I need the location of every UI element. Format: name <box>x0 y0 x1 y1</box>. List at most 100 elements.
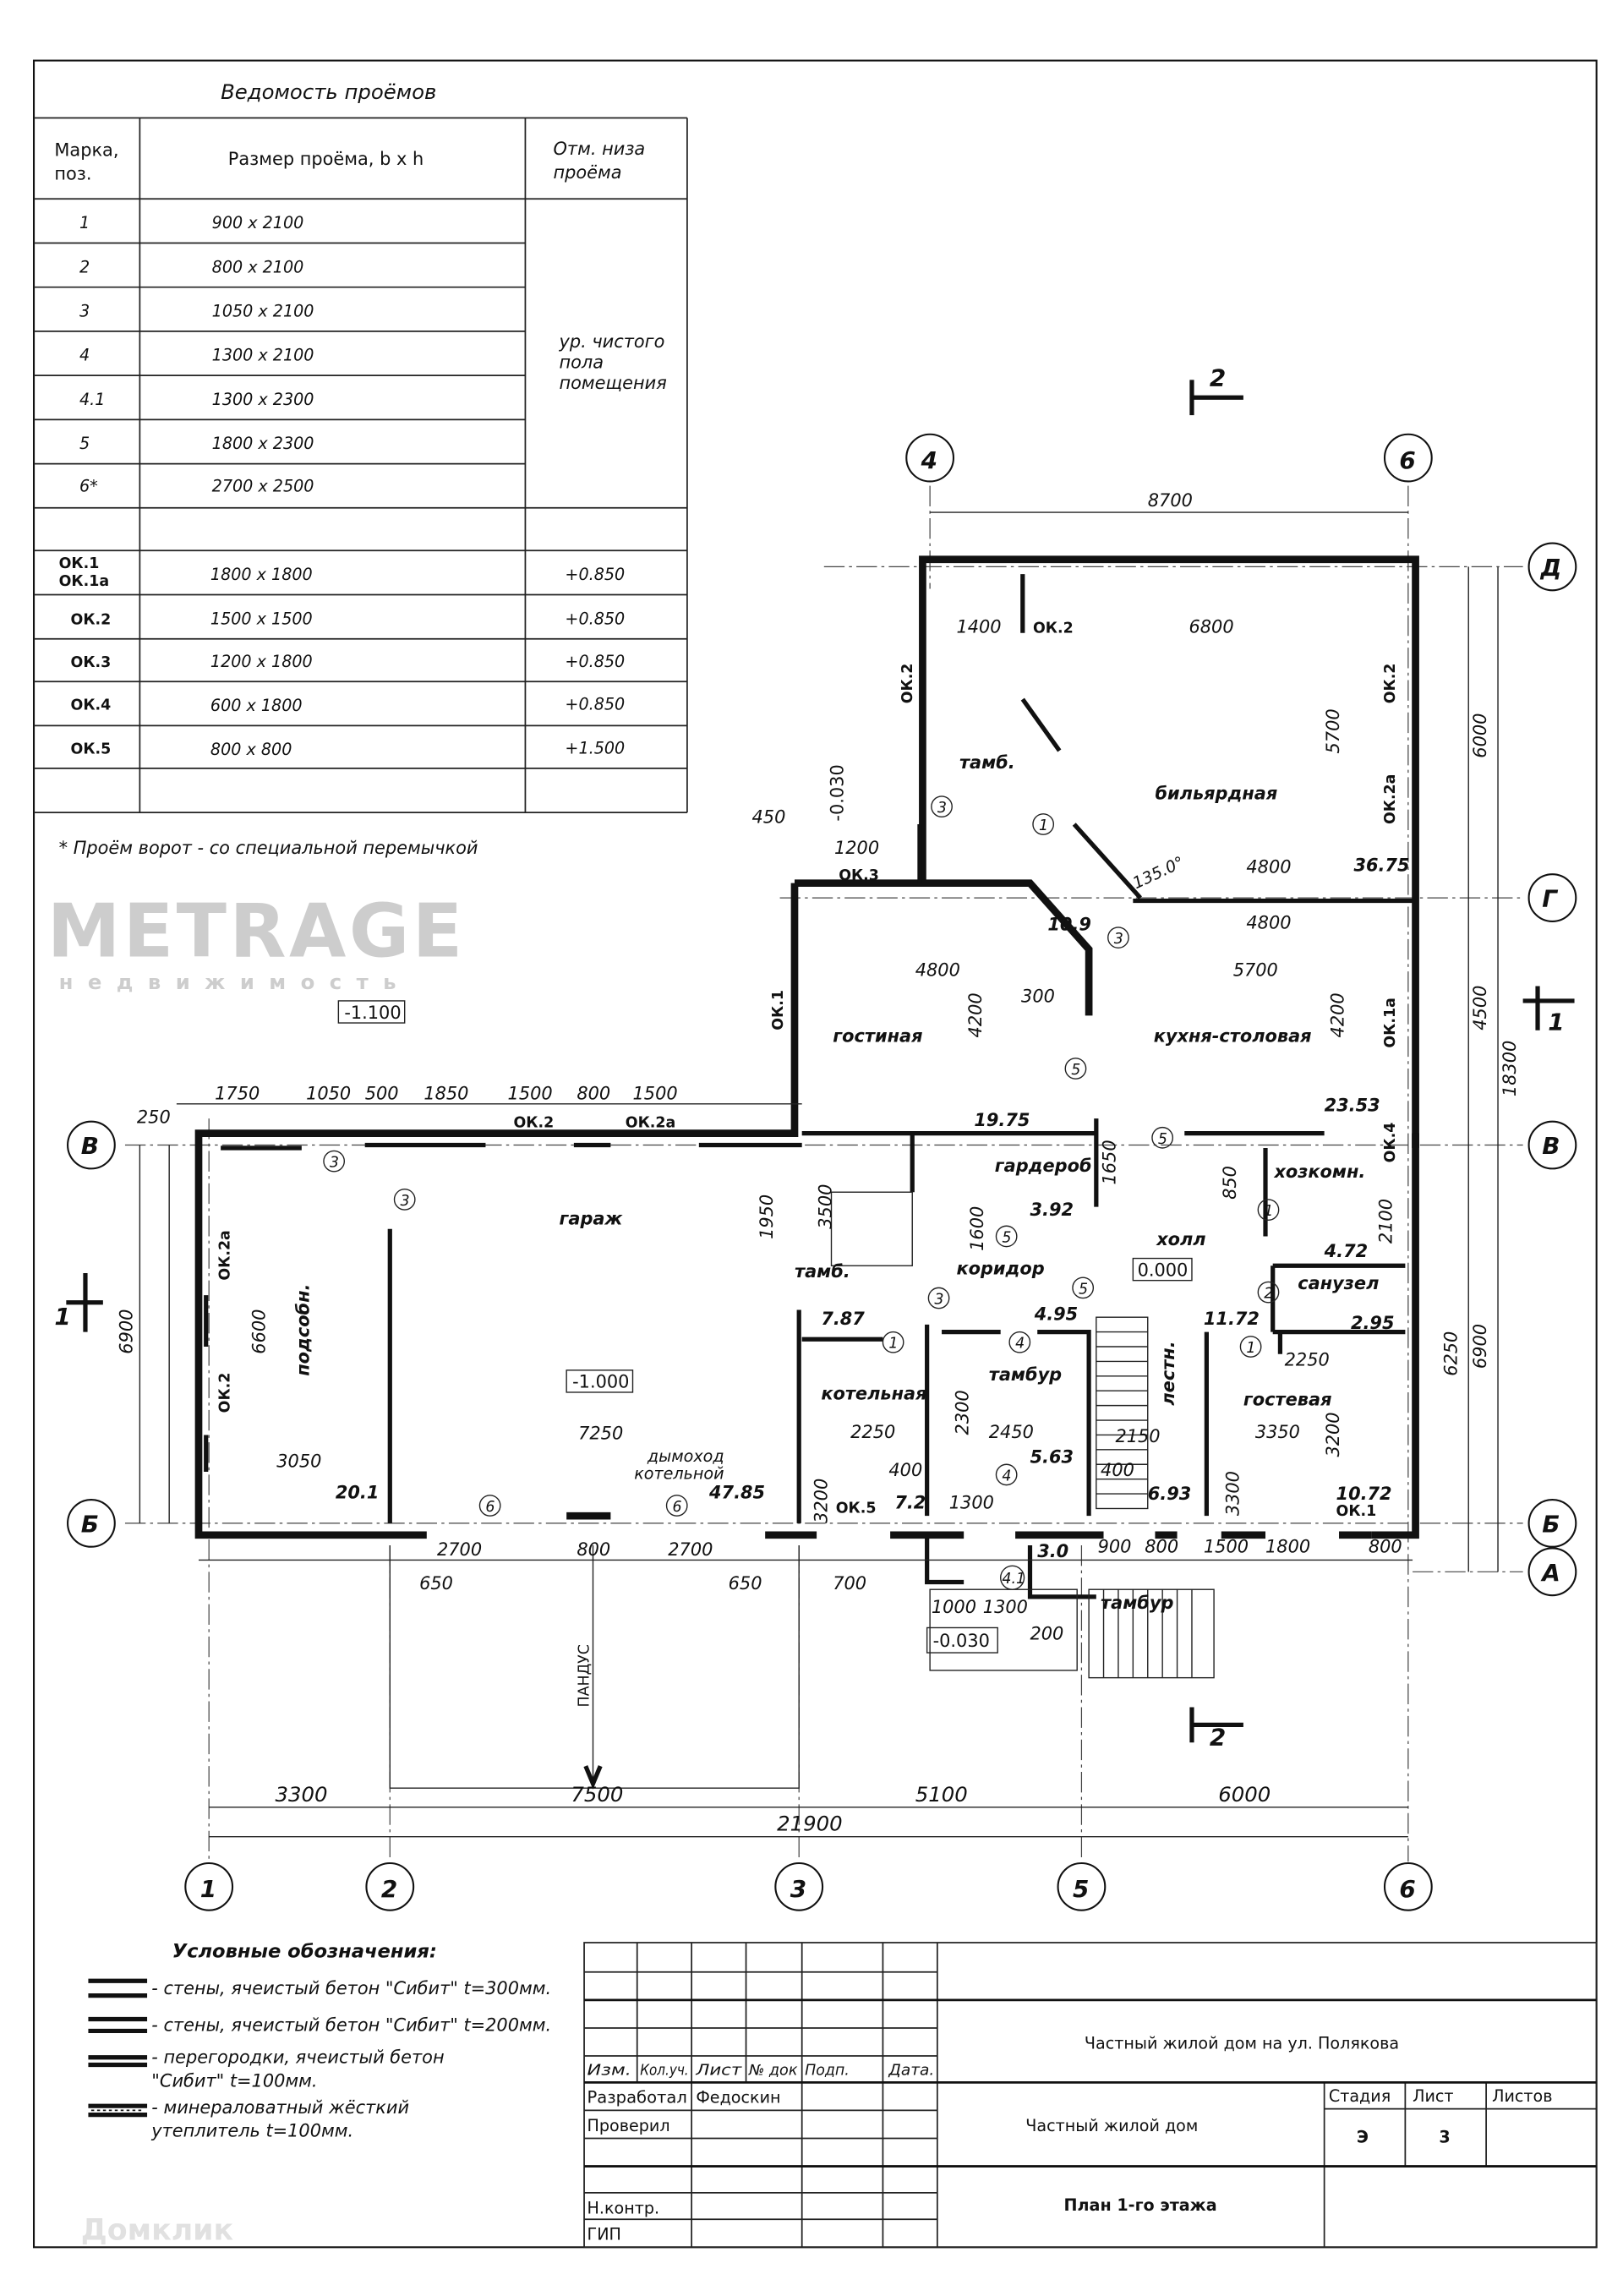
axis-bubbles: 1 2 3 5 6 4 6 В Б Д Г В Б А <box>67 433 1577 1911</box>
dim: 1050 <box>306 1084 351 1104</box>
room-name: бильярдная <box>1155 783 1277 803</box>
dim: 8700 <box>1148 490 1193 511</box>
room-name: гараж <box>559 1209 623 1229</box>
dim: 4200 <box>965 992 986 1037</box>
legend-item: - стены, ячеистый бетон "Сибит" t=300мм. <box>151 1978 551 1998</box>
dim: 5700 <box>1323 708 1343 753</box>
door-mark: 4 <box>1015 1336 1025 1353</box>
window-rows: ОК.1 ОК.1а 1800 x 1800 +0.850 ОК.2 1500 … <box>59 555 626 759</box>
sheet-label: Лист <box>1413 2086 1453 2106</box>
legend-title: Условные обозначения: <box>172 1940 437 1962</box>
dim: 2250 <box>850 1422 895 1442</box>
dim: 4500 <box>1470 986 1490 1030</box>
dimension-lines <box>139 511 1499 1838</box>
door-size: 900 x 2100 <box>212 213 304 232</box>
room-area: 10.72 <box>1336 1484 1392 1504</box>
axis-D: Д <box>1540 554 1562 582</box>
stage-label: Стадия <box>1329 2086 1391 2106</box>
legend: Условные обозначения: - стены, ячеистый … <box>88 1940 551 2141</box>
door-mark: 2 <box>1264 1286 1273 1303</box>
dim: 400 <box>1101 1460 1134 1480</box>
window-ok2-left-2: ОК.2 <box>217 1373 234 1413</box>
dim: 5700 <box>1233 959 1278 980</box>
room-area: 5.63 <box>1030 1447 1074 1468</box>
col-izm: Изм. <box>587 2063 631 2080</box>
window-ok1a: ОК.1а <box>1382 998 1399 1047</box>
room-area: 3.92 <box>1030 1200 1074 1220</box>
dim: 1600 <box>967 1206 987 1251</box>
window-size: 600 x 1800 <box>210 696 303 715</box>
dim: 2700 <box>437 1539 482 1560</box>
window-size: 1500 x 1500 <box>210 609 313 628</box>
room-name: тамб. <box>959 752 1015 773</box>
door-mark: 6 <box>485 1499 495 1516</box>
room-area: 6.93 <box>1148 1484 1192 1504</box>
stairs <box>389 1191 1215 1790</box>
door-mark: 6 <box>673 1499 682 1516</box>
room-name: тамбур <box>989 1364 1062 1385</box>
ramp-label: ПАНДУС <box>576 1644 593 1707</box>
window-ok2a-left: ОК.2а <box>217 1230 234 1280</box>
col-doc: № док <box>748 2063 798 2080</box>
axis-5: 5 <box>1073 1875 1089 1903</box>
window-mark: ОК.3 <box>71 654 112 671</box>
col-date: Дата. <box>888 2063 934 2080</box>
dim: 4200 <box>1327 992 1347 1037</box>
window-ok1: ОК.1 <box>1336 1503 1377 1520</box>
window-ok5: ОК.5 <box>836 1501 877 1517</box>
room-area: 47.85 <box>708 1482 765 1502</box>
col-list: Лист <box>695 2063 742 2080</box>
door-mark: 1 <box>888 1336 898 1353</box>
dim: 200 <box>1030 1623 1063 1643</box>
window-level: +0.850 <box>565 652 625 671</box>
room-area: 11.72 <box>1204 1309 1260 1329</box>
dim: 900 <box>1098 1537 1132 1557</box>
role-developed: Разработал <box>587 2088 687 2107</box>
developer-name: Федоскин <box>696 2088 780 2107</box>
domclick-watermark: Домклик <box>81 2214 234 2248</box>
window-ok4: ОК.4 <box>1382 1123 1399 1163</box>
dim: 400 <box>888 1460 922 1480</box>
window-ok2-garage: ОК.2 <box>514 1115 555 1132</box>
level-marks: -1.100 -1.000 0.000 -0.030 -0.030 <box>337 764 1193 1654</box>
axis-6: 6 <box>1399 1875 1415 1903</box>
role-gip: ГИП <box>587 2225 621 2244</box>
sheet-title: План 1-го этажа <box>1064 2195 1217 2215</box>
door-mark: 6* <box>79 477 98 496</box>
room-name: коридор <box>956 1259 1044 1279</box>
watermark-sub: недвижимость <box>59 970 411 994</box>
legend-item: - минераловатный жёсткий <box>151 2097 409 2118</box>
door-mark: 4 <box>1002 1468 1011 1484</box>
door-size: 2700 x 2500 <box>212 477 314 496</box>
dim: 3200 <box>1323 1412 1343 1457</box>
axis-A: А <box>1540 1559 1560 1587</box>
section-marks: 2 2 1 1 <box>54 364 1575 1752</box>
door-mark: 5 <box>79 434 90 453</box>
window-ok2-right: ОК.2 <box>1382 664 1399 704</box>
room-name: лестн. <box>1158 1341 1178 1405</box>
dim: 1300 <box>983 1597 1028 1617</box>
axis-3: 3 <box>790 1875 806 1903</box>
dim: 850 <box>1220 1166 1240 1200</box>
dim: 1200 <box>834 838 879 858</box>
dim: 650 <box>419 1573 453 1594</box>
room-area: 7.2 <box>894 1492 926 1512</box>
table-note: * Проём ворот - со специальной перемычко… <box>59 838 478 858</box>
room-area: 19.75 <box>974 1110 1030 1130</box>
window-size: 1200 x 1800 <box>210 652 313 671</box>
col-sign: Подп. <box>805 2063 850 2080</box>
dim: 18300 <box>1500 1041 1520 1096</box>
window-size: 800 x 800 <box>210 740 292 759</box>
level-garage: -1.000 <box>572 1372 629 1392</box>
window-level: +1.500 <box>565 738 625 757</box>
door-mark: 3 <box>934 1292 943 1309</box>
axis-2: 2 <box>381 1875 397 1903</box>
room-name: тамб. <box>795 1261 850 1282</box>
window-ok2a-right: ОК.2а <box>1382 774 1399 824</box>
room-name: санузел <box>1298 1273 1379 1293</box>
window-ok2a-garage: ОК.2а <box>626 1115 675 1132</box>
door-mark: 1 <box>1039 817 1048 834</box>
legend-item: - перегородки, ячеистый бетон <box>151 2047 444 2068</box>
window-mark: ОК.1 <box>59 555 100 572</box>
